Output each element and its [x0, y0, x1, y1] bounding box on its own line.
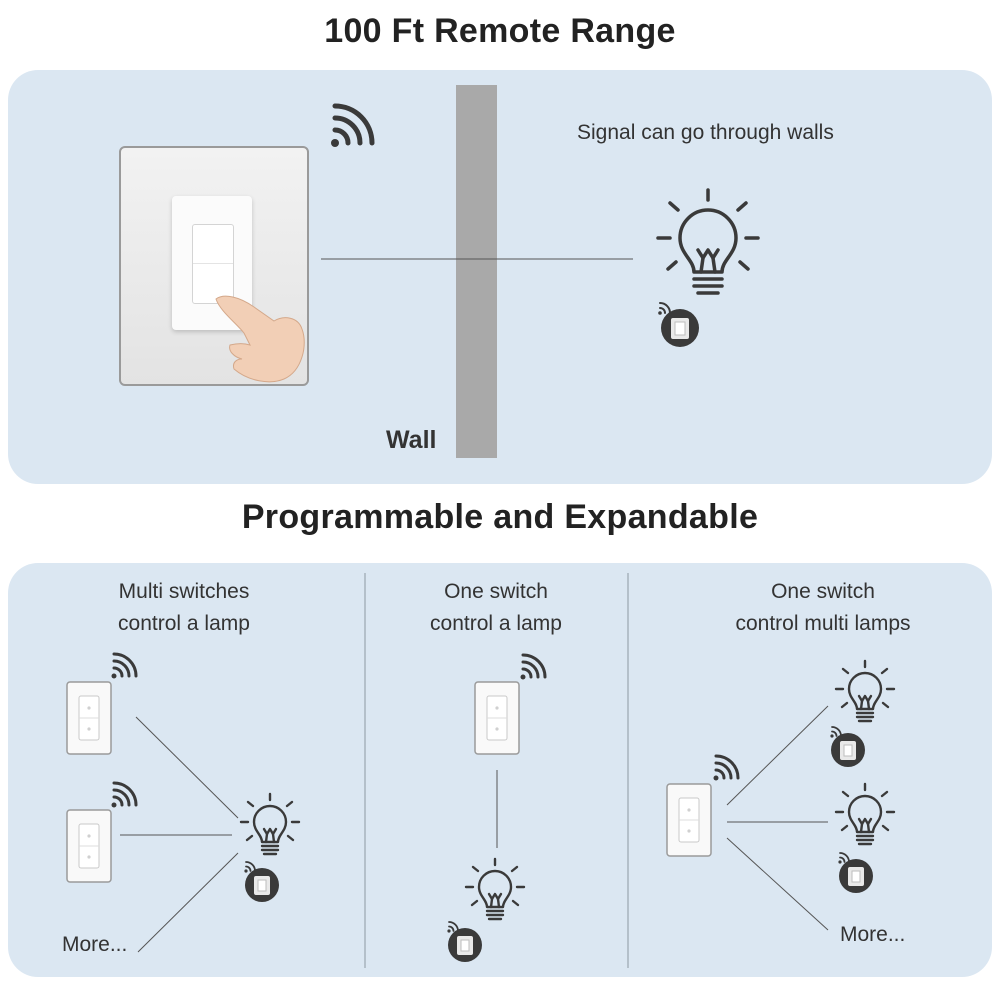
receiver-icon: [661, 309, 699, 347]
connection-line: [137, 852, 239, 953]
caption-line: One switch: [771, 580, 875, 603]
receiver-icon: [243, 861, 280, 903]
wall-switch-icon: [666, 783, 712, 857]
receiver-icon: [829, 726, 866, 768]
wifi-icon: [519, 653, 547, 681]
hand-icon: [215, 295, 305, 383]
column-2-caption: One switch control a lamp: [396, 576, 596, 640]
more-label: More...: [840, 923, 906, 946]
connection-line: [726, 705, 829, 806]
caption-line: control multi lamps: [735, 612, 911, 635]
wall-label: Wall: [386, 426, 437, 454]
wall-switch-icon: [172, 196, 252, 330]
caption-line: control a lamp: [118, 612, 250, 635]
connection-line: [726, 837, 829, 931]
caption-line: One switch: [444, 580, 548, 603]
lightbulb-icon: [239, 792, 301, 856]
column-1-caption: Multi switches control a lamp: [60, 576, 308, 640]
wifi-icon: [712, 754, 740, 782]
wifi-icon: [110, 652, 138, 680]
lightbulb-icon: [464, 857, 526, 921]
wifi-icon: [110, 781, 138, 809]
column-3-caption: One switch control multi lamps: [700, 576, 946, 640]
wall-switch-icon: [474, 681, 520, 755]
lightbulb-icon: [656, 188, 760, 295]
signal-caption: Signal can go through walls: [577, 121, 834, 144]
wifi-icon: [658, 302, 671, 315]
wall-switch-icon: [66, 681, 112, 755]
caption-line: Multi switches: [118, 580, 250, 603]
receiver-icon: [446, 921, 483, 963]
more-label: More...: [62, 933, 128, 956]
connection-line: [135, 716, 239, 819]
wall: [456, 85, 497, 458]
section-title-programmable: Programmable and Expandable: [241, 498, 759, 536]
lightbulb-icon: [834, 782, 896, 846]
receiver-icon: [837, 852, 874, 894]
wifi-icon: [331, 103, 375, 147]
section-title-remote-range: 100 Ft Remote Range: [324, 12, 676, 50]
wall-switch-icon: [66, 809, 112, 883]
lightbulb-icon: [834, 659, 896, 723]
caption-line: control a lamp: [430, 612, 562, 635]
